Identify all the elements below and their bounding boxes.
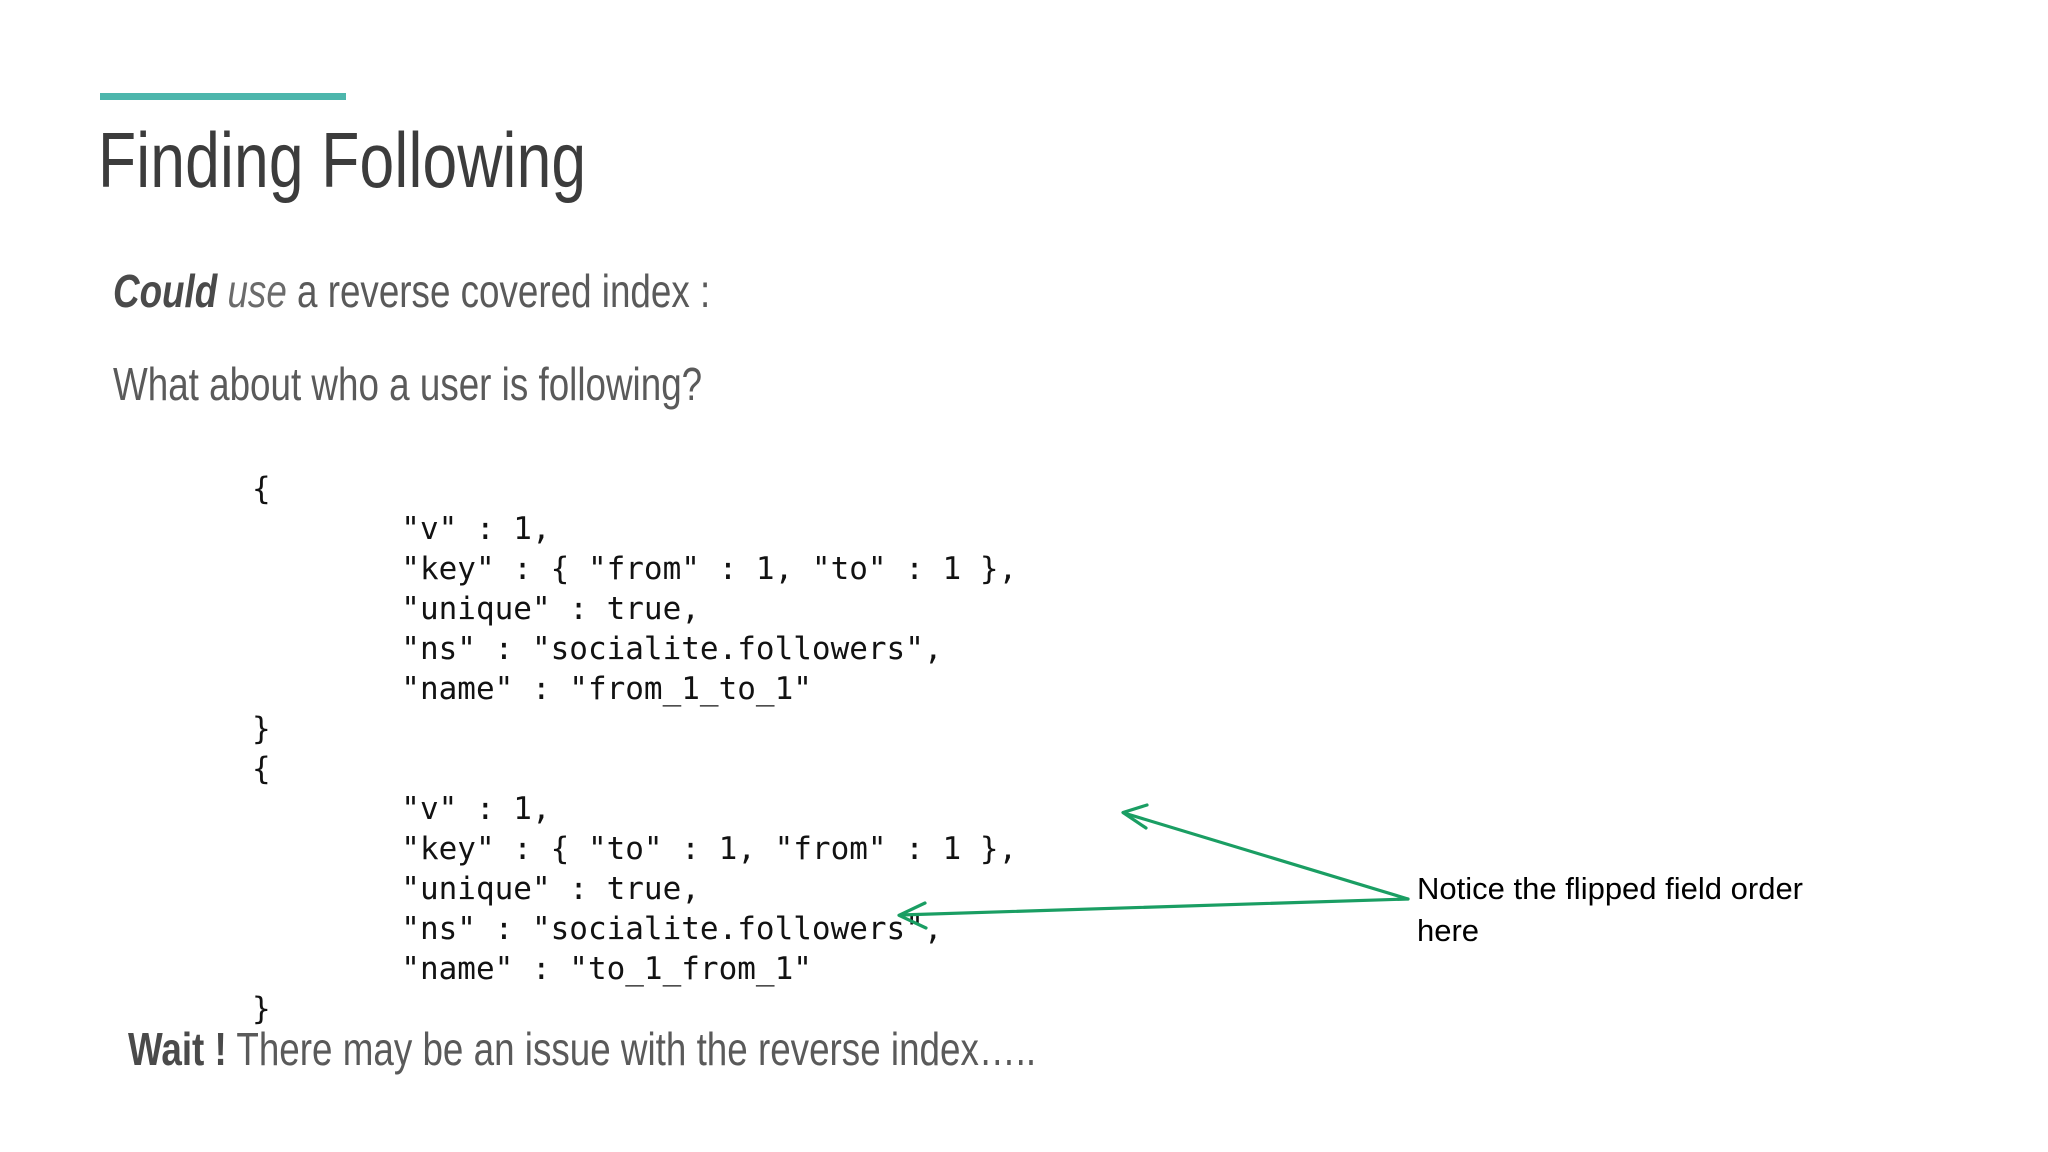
arrow-to-key-line [1122, 811, 1410, 901]
code-line: "ns" : "socialite.followers", [252, 631, 943, 667]
code-line: "key" : { "to" : 1, "from" : 1 }, [252, 831, 1018, 867]
code-block-to-1-from-1: { "v" : 1, "key" : { "to" : 1, "from" : … [252, 749, 1017, 1029]
code-line: "name" : "from_1_to_1" [252, 671, 812, 707]
subtitle-could-use: Could use a reverse covered index : [113, 262, 710, 320]
code-line: "key" : { "from" : 1, "to" : 1 }, [252, 551, 1018, 587]
wait-line: Wait ! There may be an issue with the re… [128, 1020, 1036, 1078]
code-line: "name" : "to_1_from_1" [252, 951, 812, 987]
subtitle-could-word: Could [113, 265, 218, 317]
code-block-from-1-to-1: { "v" : 1, "key" : { "from" : 1, "to" : … [252, 469, 1017, 749]
code-line: "ns" : "socialite.followers", [252, 911, 943, 947]
code-line: { [252, 471, 271, 507]
wait-rest: There may be an issue with the reverse i… [236, 1023, 1037, 1075]
arrow-to-key-line-head [1121, 803, 1149, 830]
code-line: "v" : 1, [252, 511, 551, 547]
wait-label: Wait ! [128, 1023, 227, 1075]
code-line: { [252, 751, 271, 787]
annotation-text: Notice the flipped field order here [1417, 871, 1804, 948]
title-accent-bar [100, 93, 346, 100]
subtitle-use-word: use [227, 265, 287, 317]
page-title: Finding Following [98, 116, 587, 204]
code-line: "v" : 1, [252, 791, 551, 827]
code-line: "unique" : true, [252, 871, 700, 907]
code-line: } [252, 711, 271, 747]
subtitle-could-rest: a reverse covered index : [297, 265, 711, 317]
code-line: } [252, 991, 271, 1027]
code-line: "unique" : true, [252, 591, 700, 627]
question-line: What about who a user is following? [113, 358, 703, 410]
